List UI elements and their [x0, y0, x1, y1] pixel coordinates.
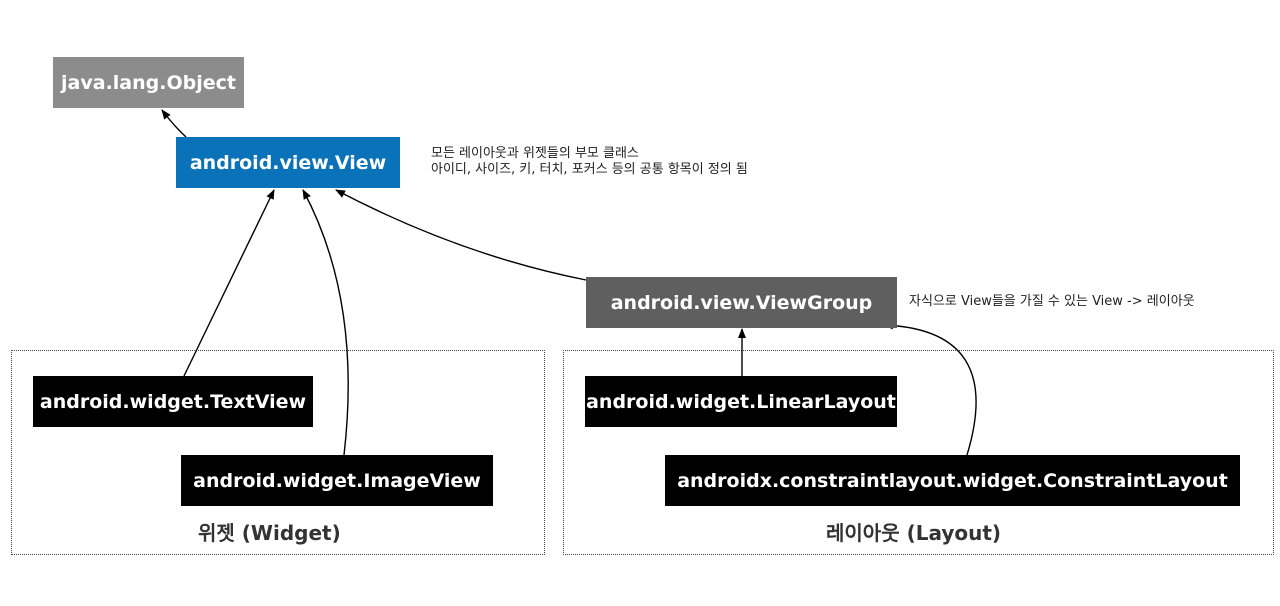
- edge-imageview-to-view: [302, 189, 349, 456]
- edge-view-to-object: [161, 109, 187, 138]
- node-android-widget-textview: android.widget.TextView: [33, 376, 313, 427]
- layout-group-label: 레이아웃 (Layout): [826, 521, 1002, 545]
- view-note: 모든 레이아웃과 위젯들의 부모 클래스 아이디, 사이즈, 키, 터치, 포커…: [431, 146, 748, 178]
- view-note-line1: 모든 레이아웃과 위젯들의 부모 클래스: [431, 146, 639, 161]
- node-android-widget-imageview: android.widget.ImageView: [181, 455, 493, 506]
- node-android-view-viewgroup: android.view.ViewGroup: [586, 277, 897, 328]
- node-android-view-view: android.view.View: [176, 137, 400, 188]
- widget-group: [11, 350, 545, 555]
- layout-group: [563, 350, 1274, 555]
- viewgroup-note: 자식으로 View들을 가질 수 있는 View -> 레이아웃: [909, 294, 1195, 309]
- edge-viewgroup-to-view: [335, 189, 587, 281]
- edge-constraintlayout-to-viewgroup: [883, 321, 977, 456]
- node-androidx-constraintlayout: androidx.constraintlayout.widget.Constra…: [665, 455, 1240, 506]
- widget-group-label: 위젯 (Widget): [198, 521, 341, 545]
- node-android-widget-linearlayout: android.widget.LinearLayout: [585, 376, 897, 427]
- edge-textview-to-view: [183, 189, 275, 377]
- view-note-line2: 아이디, 사이즈, 키, 터치, 포커스 등의 공통 항목이 정의 됨: [431, 162, 748, 177]
- node-java-lang-object: java.lang.Object: [53, 57, 244, 108]
